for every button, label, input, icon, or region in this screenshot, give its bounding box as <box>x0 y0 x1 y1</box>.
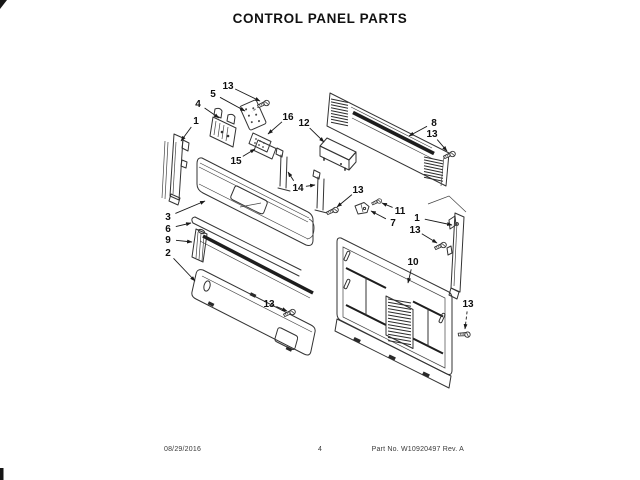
callout-leader-13 <box>463 311 468 330</box>
screw-insertion-line <box>251 105 260 113</box>
screw-icon <box>257 99 270 109</box>
callout-leader-14 <box>305 183 316 188</box>
callout-label-13: 13 <box>263 299 275 310</box>
callout-label-8: 8 <box>431 118 437 129</box>
part-keypad-block <box>248 132 277 160</box>
callout-leader-13 <box>421 233 438 244</box>
callout-leader-4 <box>204 107 220 119</box>
callout-label-10: 10 <box>407 257 419 268</box>
callout-label-4: 4 <box>195 99 201 110</box>
callout-leader-9 <box>175 239 193 244</box>
part-support-rail-left <box>275 147 291 192</box>
callout-label-3: 3 <box>165 212 171 223</box>
callout-label-6: 6 <box>165 224 171 235</box>
screw-icon <box>456 328 472 341</box>
callout-leader-14 <box>287 171 295 182</box>
callout-leader-13 <box>276 306 288 312</box>
callout-leader-13 <box>235 88 261 102</box>
callout-leader-6 <box>175 222 192 228</box>
callout-leader-3 <box>175 200 206 214</box>
footer-part-number: Part No. W10920497 Rev. A <box>371 446 464 453</box>
screw-icon <box>326 206 339 216</box>
callout-leader-7 <box>370 210 387 220</box>
part-rear-cover-panel <box>334 237 453 389</box>
callout-label-13: 13 <box>222 81 234 92</box>
callout-label-13: 13 <box>426 129 438 140</box>
part-mounting-bracket <box>209 107 237 148</box>
footer-date: 08/29/2016 <box>164 446 202 453</box>
callout-label-15: 15 <box>230 156 242 167</box>
part-access-panel <box>191 269 316 356</box>
callout-label-1: 1 <box>193 116 199 127</box>
part-trim-strip <box>191 216 302 277</box>
page-corner-mark-bottom-left <box>0 468 4 480</box>
page-corner-mark-top-left <box>0 0 7 9</box>
callout-leader-13 <box>436 139 448 152</box>
callout-leader-10 <box>407 269 412 284</box>
callout-leader-13 <box>336 194 353 208</box>
callout-leader-15 <box>242 148 256 157</box>
part-side-bracket-left <box>161 133 190 206</box>
callout-label-5: 5 <box>210 89 216 100</box>
callout-leader-1 <box>424 218 453 226</box>
part-end-bracket <box>191 228 208 263</box>
callout-label-13: 13 <box>462 299 474 310</box>
screw-icon <box>371 198 383 206</box>
page-title: CONTROL PANEL PARTS <box>232 11 408 26</box>
callout-label-12: 12 <box>298 118 310 129</box>
part-spacer-plate <box>239 99 267 131</box>
screw-icon <box>434 241 447 251</box>
callout-leader-12 <box>309 127 325 143</box>
callout-label-11: 11 <box>395 206 406 217</box>
callout-leader-8 <box>408 125 428 137</box>
callout-leader-16 <box>267 121 283 135</box>
callout-leader-2 <box>173 257 196 282</box>
callout-label-13: 13 <box>352 185 364 196</box>
part-side-bracket-right <box>427 195 467 300</box>
callout-label-7: 7 <box>390 218 396 229</box>
callout-label-2: 2 <box>165 248 171 259</box>
part-control-module <box>319 137 357 171</box>
part-control-panel <box>196 157 315 246</box>
screw-icon <box>443 150 456 160</box>
callout-label-16: 16 <box>282 112 294 123</box>
callout-leader-5 <box>219 96 246 112</box>
callout-leader-1 <box>180 126 192 142</box>
part-support-rail-right <box>312 169 328 214</box>
callout-label-9: 9 <box>165 235 171 246</box>
callout-label-13: 13 <box>409 225 421 236</box>
callout-leader-11 <box>381 202 393 208</box>
callout-label-1: 1 <box>414 213 420 224</box>
screw-fasteners <box>257 99 472 341</box>
part-clip-bracket <box>354 202 370 215</box>
footer-page-number: 4 <box>317 446 323 453</box>
part-manifold-rail <box>199 234 314 299</box>
callout-label-14: 14 <box>292 183 304 194</box>
